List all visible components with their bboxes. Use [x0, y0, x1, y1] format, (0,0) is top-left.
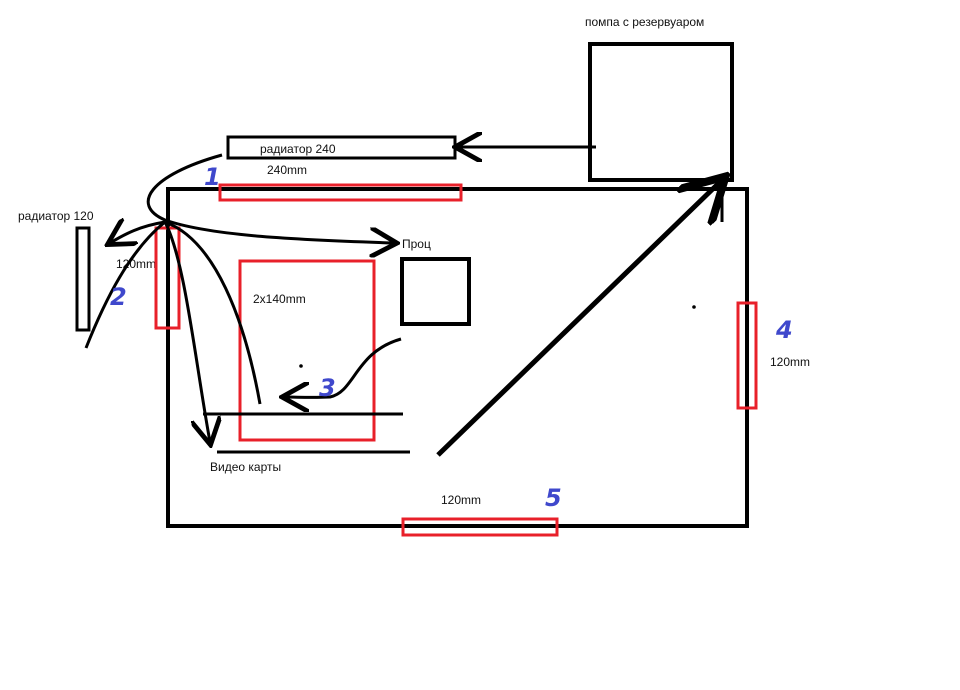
- flow-radiator-to-cpu: [146, 153, 394, 243]
- fan-5-bottom: [401, 517, 559, 537]
- number-5: 5: [545, 484, 562, 512]
- gpu-label: Видео карты: [210, 460, 281, 474]
- flow-gpu-to-pump: [436, 180, 722, 457]
- case-outline: [166, 187, 749, 528]
- pump-label: помпа с резервуаром: [585, 15, 704, 29]
- fan-3-block: [238, 259, 376, 442]
- fan-120-bottom-label: 120mm: [441, 493, 481, 507]
- flow-radiator-120-exit: [84, 220, 166, 349]
- fan-1-top: [218, 183, 463, 202]
- number-2: 2: [110, 283, 127, 311]
- radiator-120-label: радиатор 120: [18, 209, 94, 223]
- fan-120-left-label: 120mm: [116, 257, 156, 271]
- fan-240-label: 240mm: [267, 163, 307, 177]
- flow-to-radiator-120: [110, 222, 166, 243]
- dot-marker: [299, 364, 303, 368]
- number-4: 4: [775, 316, 793, 344]
- pump-box: [588, 42, 734, 182]
- flow-to-gpu: [163, 221, 210, 442]
- number-1: 1: [204, 163, 221, 191]
- number-3: 3: [319, 374, 336, 402]
- fan-4-right: [736, 301, 758, 410]
- flow-cpu-to-fans: [285, 337, 402, 397]
- radiator-120: [75, 226, 91, 332]
- radiator-240-label: радиатор 240: [260, 142, 336, 156]
- fans-front-label: 2x140mm: [253, 292, 306, 306]
- dot-marker: [692, 305, 696, 309]
- fan-120-right-label: 120mm: [770, 355, 810, 369]
- cpu-label: Проц: [402, 237, 431, 251]
- cpu-box: [400, 257, 471, 326]
- flow-to-fans: [164, 220, 262, 405]
